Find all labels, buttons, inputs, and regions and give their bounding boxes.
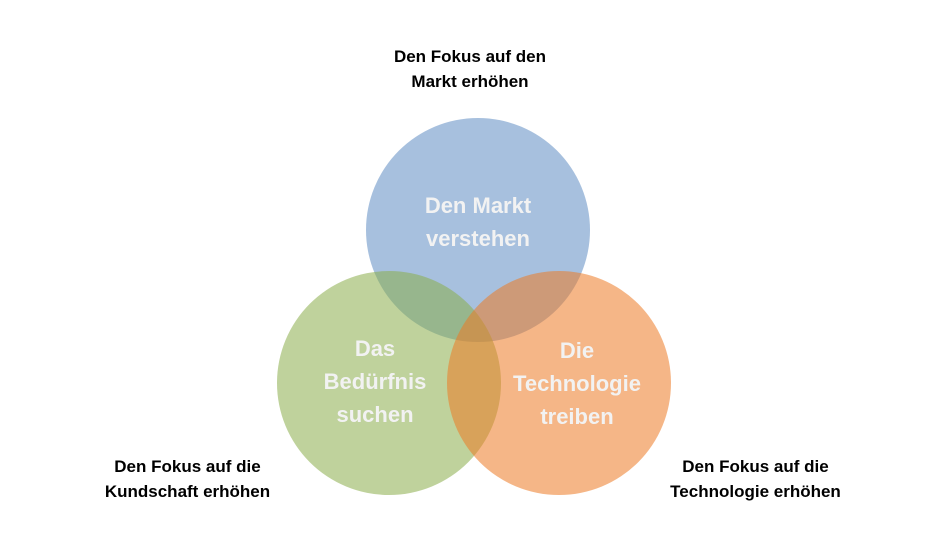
circle-technology <box>447 271 671 495</box>
label-left: Den Fokus auf die Kundschaft erhöhen <box>70 454 305 504</box>
technology-text-line2: Technologie <box>513 371 641 396</box>
label-left-line2: Kundschaft erhöhen <box>104 482 271 501</box>
need-text-line1: Das <box>354 336 396 361</box>
market-text-line2: verstehen <box>426 226 530 251</box>
label-right-line1: Den Fokus auf die <box>682 457 829 476</box>
need-text-line2: Bedürfnis <box>323 369 427 394</box>
label-top-line1: Den Fokus auf den <box>393 47 547 66</box>
technology-text-line3: treiben <box>540 404 614 429</box>
market-text: Den Markt verstehen <box>378 189 578 255</box>
circle-need <box>277 271 501 495</box>
technology-text: Die Technologie treiben <box>477 334 677 433</box>
label-right-line2: Technologie erhöhen <box>670 482 841 501</box>
label-right: Den Fokus auf die Technologie erhöhen <box>638 454 873 504</box>
need-text-line3: suchen <box>336 402 414 427</box>
label-left-line1: Den Fokus auf die <box>114 457 261 476</box>
label-top: Den Fokus auf den Markt erhöhen <box>340 44 600 94</box>
need-text: Das Bedürfnis suchen <box>275 332 475 431</box>
technology-text-line1: Die <box>559 338 595 363</box>
market-text-line1: Den Markt <box>424 193 532 218</box>
label-top-line2: Markt erhöhen <box>411 72 529 91</box>
